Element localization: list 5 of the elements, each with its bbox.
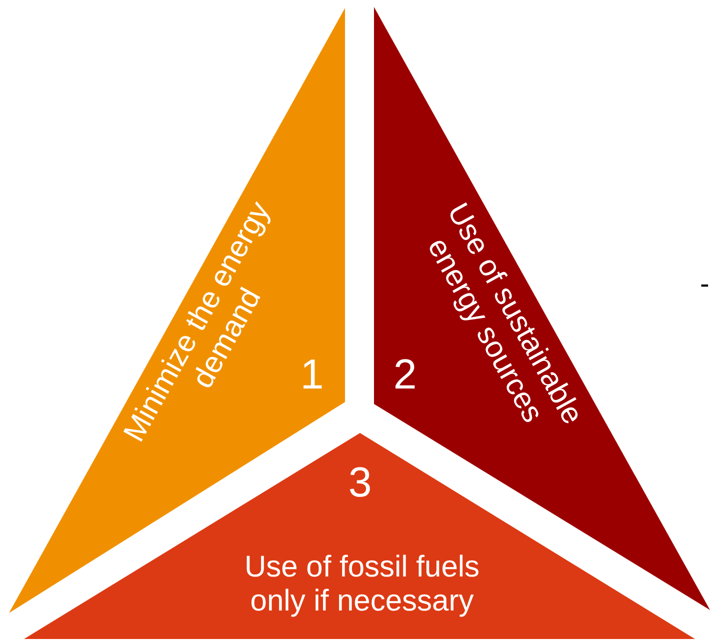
segment-number: 1 [299, 350, 325, 398]
segment-number: 3 [347, 458, 373, 506]
segment-number: 2 [392, 350, 418, 398]
segment-label: Use of fossil fuels only if necessary [243, 550, 481, 618]
dash-mark: - [700, 268, 710, 300]
